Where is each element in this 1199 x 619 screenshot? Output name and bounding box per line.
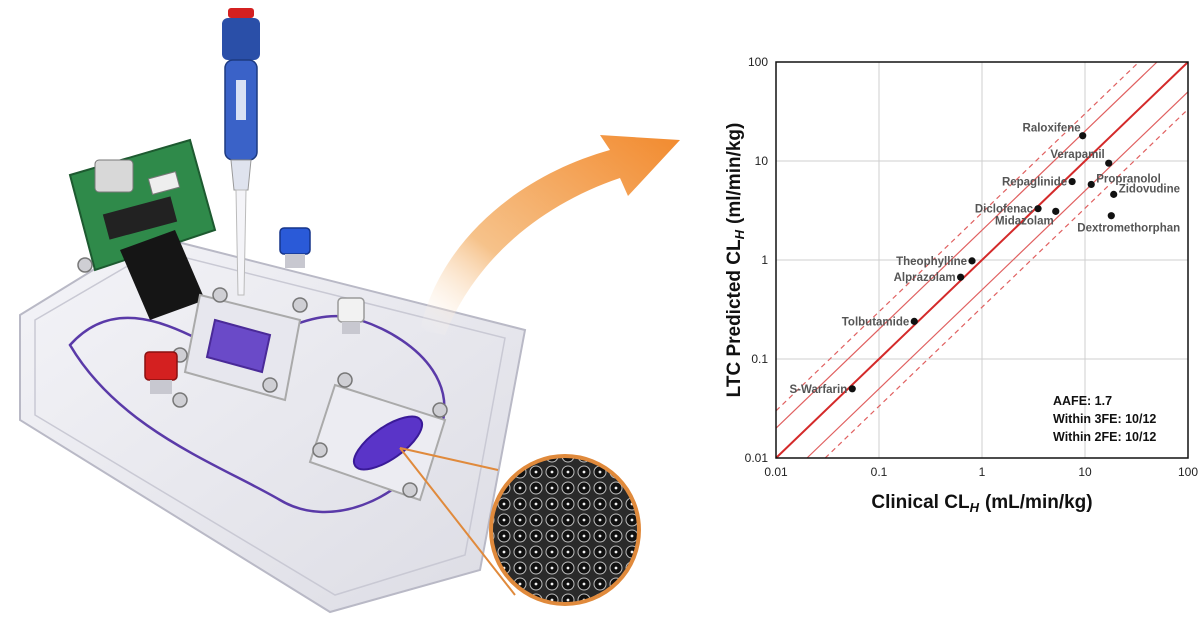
- scatter-chart: 0.01 0.1 1 10 100 0.01 0.1 1 10 100 RaloxifeneVe…: [724, 55, 1198, 515]
- point-label-8: Theophylline: [896, 256, 967, 268]
- unity-line: [775, 61, 1189, 459]
- point-label-11: S-Warfarin: [790, 384, 848, 396]
- y-tick-2: 1: [761, 253, 768, 267]
- data-point-7: [1107, 212, 1115, 220]
- y-axis-title-unit: (ml/min/kg): [724, 123, 745, 224]
- data-point-4: [1110, 190, 1118, 198]
- circuit-board: [68, 138, 217, 320]
- x-tick-labels: 0.01 0.1 1 10 100: [764, 465, 1198, 479]
- data-point-8: [968, 257, 976, 265]
- x-tick-0: 0.01: [764, 465, 788, 479]
- y-axis-title-main: LTC Predicted CL: [724, 239, 745, 397]
- lower-well: [308, 383, 447, 502]
- x-axis-title-unit: (mL/min/kg): [985, 492, 1093, 513]
- reference-lines: [775, 61, 1189, 459]
- data-point-0: [1079, 132, 1087, 140]
- x-axis-title: Clinical CLH (mL/min/kg): [871, 492, 1092, 515]
- y-tick-1: 0.1: [751, 352, 768, 366]
- point-label-10: Tolbutamide: [842, 316, 910, 328]
- organ-on-chip-illustration: [19, 8, 680, 614]
- y-tick-4: 100: [748, 55, 768, 69]
- two-fold-lower-line: [806, 91, 1189, 459]
- arrow-icon: [420, 135, 680, 335]
- upper-well: [183, 293, 302, 402]
- data-point-5: [1034, 205, 1042, 213]
- data-point-1: [1105, 159, 1113, 167]
- red-cap: [144, 351, 178, 394]
- point-label-1: Verapamil: [1050, 149, 1104, 161]
- point-label-2: Repaglinide: [1002, 177, 1067, 189]
- x-tick-3: 10: [1078, 465, 1092, 479]
- x-tick-4: 100: [1178, 465, 1198, 479]
- data-point-6: [1052, 207, 1060, 215]
- x-axis-title-sub: H: [970, 500, 980, 515]
- two-fold-upper-line: [775, 61, 1158, 429]
- x-tick-1: 0.1: [871, 465, 888, 479]
- data-point-2: [1068, 177, 1076, 186]
- x-tick-2: 1: [979, 465, 986, 479]
- point-label-7: Dextromethorphan: [1077, 223, 1180, 235]
- point-label-0: Raloxifene: [1023, 123, 1081, 135]
- white-cap: [337, 297, 365, 334]
- screws: [77, 257, 448, 498]
- y-tick-labels: 0.01 0.1 1 10 100: [745, 55, 769, 465]
- three-fold-lower-line: [824, 108, 1189, 459]
- y-axis-title: LTC Predicted CLH (ml/min/kg): [724, 123, 747, 398]
- pipette-icon: [222, 8, 260, 296]
- y-tick-3: 10: [755, 154, 769, 168]
- blue-cap: [279, 227, 311, 268]
- stat-aafe: AAFE: 1.7: [1053, 394, 1112, 408]
- data-point-9: [957, 273, 965, 281]
- plot-frame: [775, 61, 1189, 459]
- point-label-6: Midazolam: [995, 215, 1054, 227]
- data-point-10: [910, 317, 918, 325]
- three-fold-upper-line: [775, 61, 1140, 412]
- cell-magnifier: [399, 447, 641, 606]
- x-axis-title-main: Clinical CL: [871, 492, 970, 513]
- point-label-3: Propranolol: [1096, 173, 1161, 185]
- point-label-9: Alprazolam: [894, 272, 956, 284]
- point-label-5: Diclofenac: [975, 204, 1034, 216]
- data-point-11: [848, 385, 856, 393]
- stat-within-2fe: Within 2FE: 10/12: [1053, 430, 1156, 444]
- data-point-3: [1087, 180, 1095, 189]
- stats-annotations: AAFE: 1.7 Within 3FE: 10/12 Within 2FE: …: [1053, 394, 1156, 444]
- point-label-4: Zidovudine: [1119, 183, 1180, 195]
- stat-within-3fe: Within 3FE: 10/12: [1053, 412, 1156, 426]
- y-tick-0: 0.01: [745, 451, 769, 465]
- y-axis-title-sub: H: [732, 229, 747, 239]
